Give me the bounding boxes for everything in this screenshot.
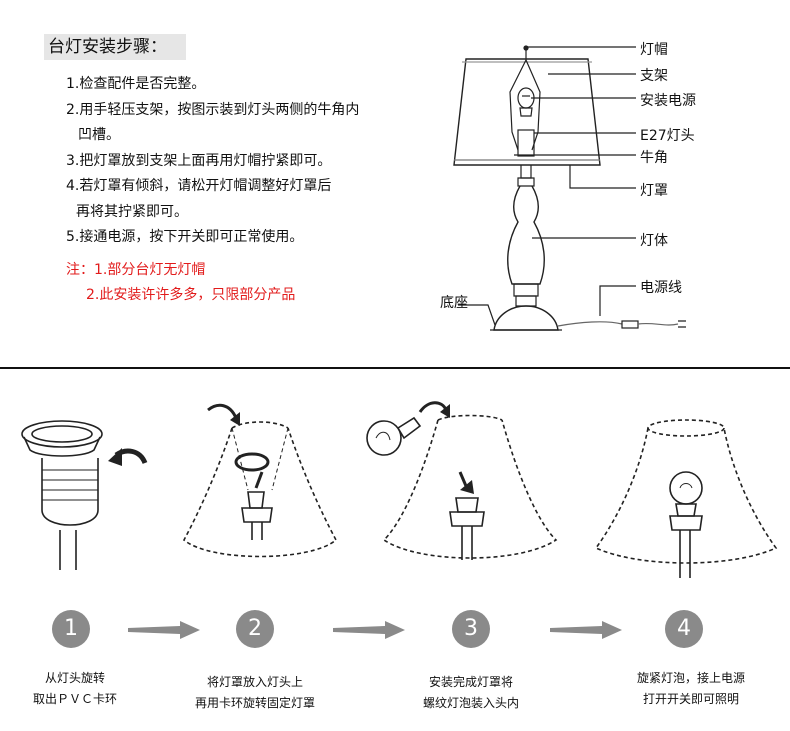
step-number-3: 3 — [452, 610, 490, 648]
caption-step-1-line-2: 取出ＰＶＣ卡环 — [32, 692, 117, 706]
caption-step-3-line-1: 安装完成灯罩将 — [428, 675, 513, 689]
caption-step-4-line-2: 打开开关即可照明 — [642, 692, 739, 706]
process-arrows — [128, 621, 622, 639]
step-number-1: 1 — [52, 610, 90, 648]
caption-step-2-line-2: 再用卡环旋转固定灯罩 — [194, 696, 315, 710]
caption-step-3-line-2: 螺纹灯泡装入头内 — [422, 696, 519, 710]
illustration-step-2 — [182, 403, 338, 558]
caption-step-4-line-1: 旋紧灯泡，接上电源 — [636, 671, 745, 685]
label-cord: 电源线 — [640, 280, 682, 296]
label-bulb: 安装电源 — [640, 93, 696, 109]
instruction-list: 1.检查配件是否完整。 2.用手轻压支架，按图示装到灯头两侧的牛角内 凹槽。 3… — [66, 72, 359, 251]
label-body: 灯体 — [640, 233, 668, 249]
step-number-2: 2 — [236, 610, 274, 648]
illustration-step-4 — [594, 419, 778, 578]
step-5: 5.接通电源，按下开关即可正常使用。 — [66, 229, 304, 245]
step-1: 1.检查配件是否完整。 — [66, 76, 206, 92]
step-3: 3.把灯罩放到支架上面再用灯帽拧紧即可。 — [66, 152, 332, 169]
label-cap: 灯帽 — [640, 42, 668, 58]
label-base: 底座 — [440, 295, 468, 311]
caption-step-2: 将灯罩放入灯头上 再用卡环旋转固定灯罩 — [180, 672, 330, 714]
caption-step-1-line-1: 从灯头旋转 — [44, 671, 105, 685]
caption-step-1: 从灯头旋转 取出ＰＶＣ卡环 — [10, 668, 140, 710]
step-4-cont: 再将其拧紧即可。 — [76, 203, 188, 220]
illustration-step-3 — [366, 401, 558, 560]
page-title: 台灯安装步骤： — [44, 34, 186, 60]
label-socket: E27灯头 — [640, 128, 695, 144]
step-2-cont: 凹槽。 — [78, 127, 120, 143]
step-4: 4.若灯罩有倾斜，请松开灯帽调整好灯罩后 — [66, 178, 332, 194]
label-bracket: 支架 — [640, 68, 668, 84]
label-horn: 牛角 — [640, 150, 668, 166]
step-number-4: 4 — [665, 610, 703, 648]
caption-step-3: 安装完成灯罩将 螺纹灯泡装入头内 — [396, 672, 546, 714]
notes-block: 注：1.部分台灯无灯帽 2.此安装许许多多，只限部分产品 — [66, 258, 295, 308]
note-2: 2.此安装许许多多，只限部分产品 — [86, 287, 296, 303]
caption-step-2-line-1: 将灯罩放入灯头上 — [206, 675, 303, 689]
note-1: 注：1.部分台灯无灯帽 — [66, 262, 206, 278]
section-divider — [0, 367, 790, 369]
step-2: 2.用手轻压支架，按图示装到灯头两侧的牛角内 — [66, 101, 360, 118]
illustration-step-1 — [21, 420, 148, 570]
caption-step-4: 旋紧灯泡，接上电源 打开开关即可照明 — [616, 668, 766, 710]
label-shade: 灯罩 — [640, 183, 668, 199]
